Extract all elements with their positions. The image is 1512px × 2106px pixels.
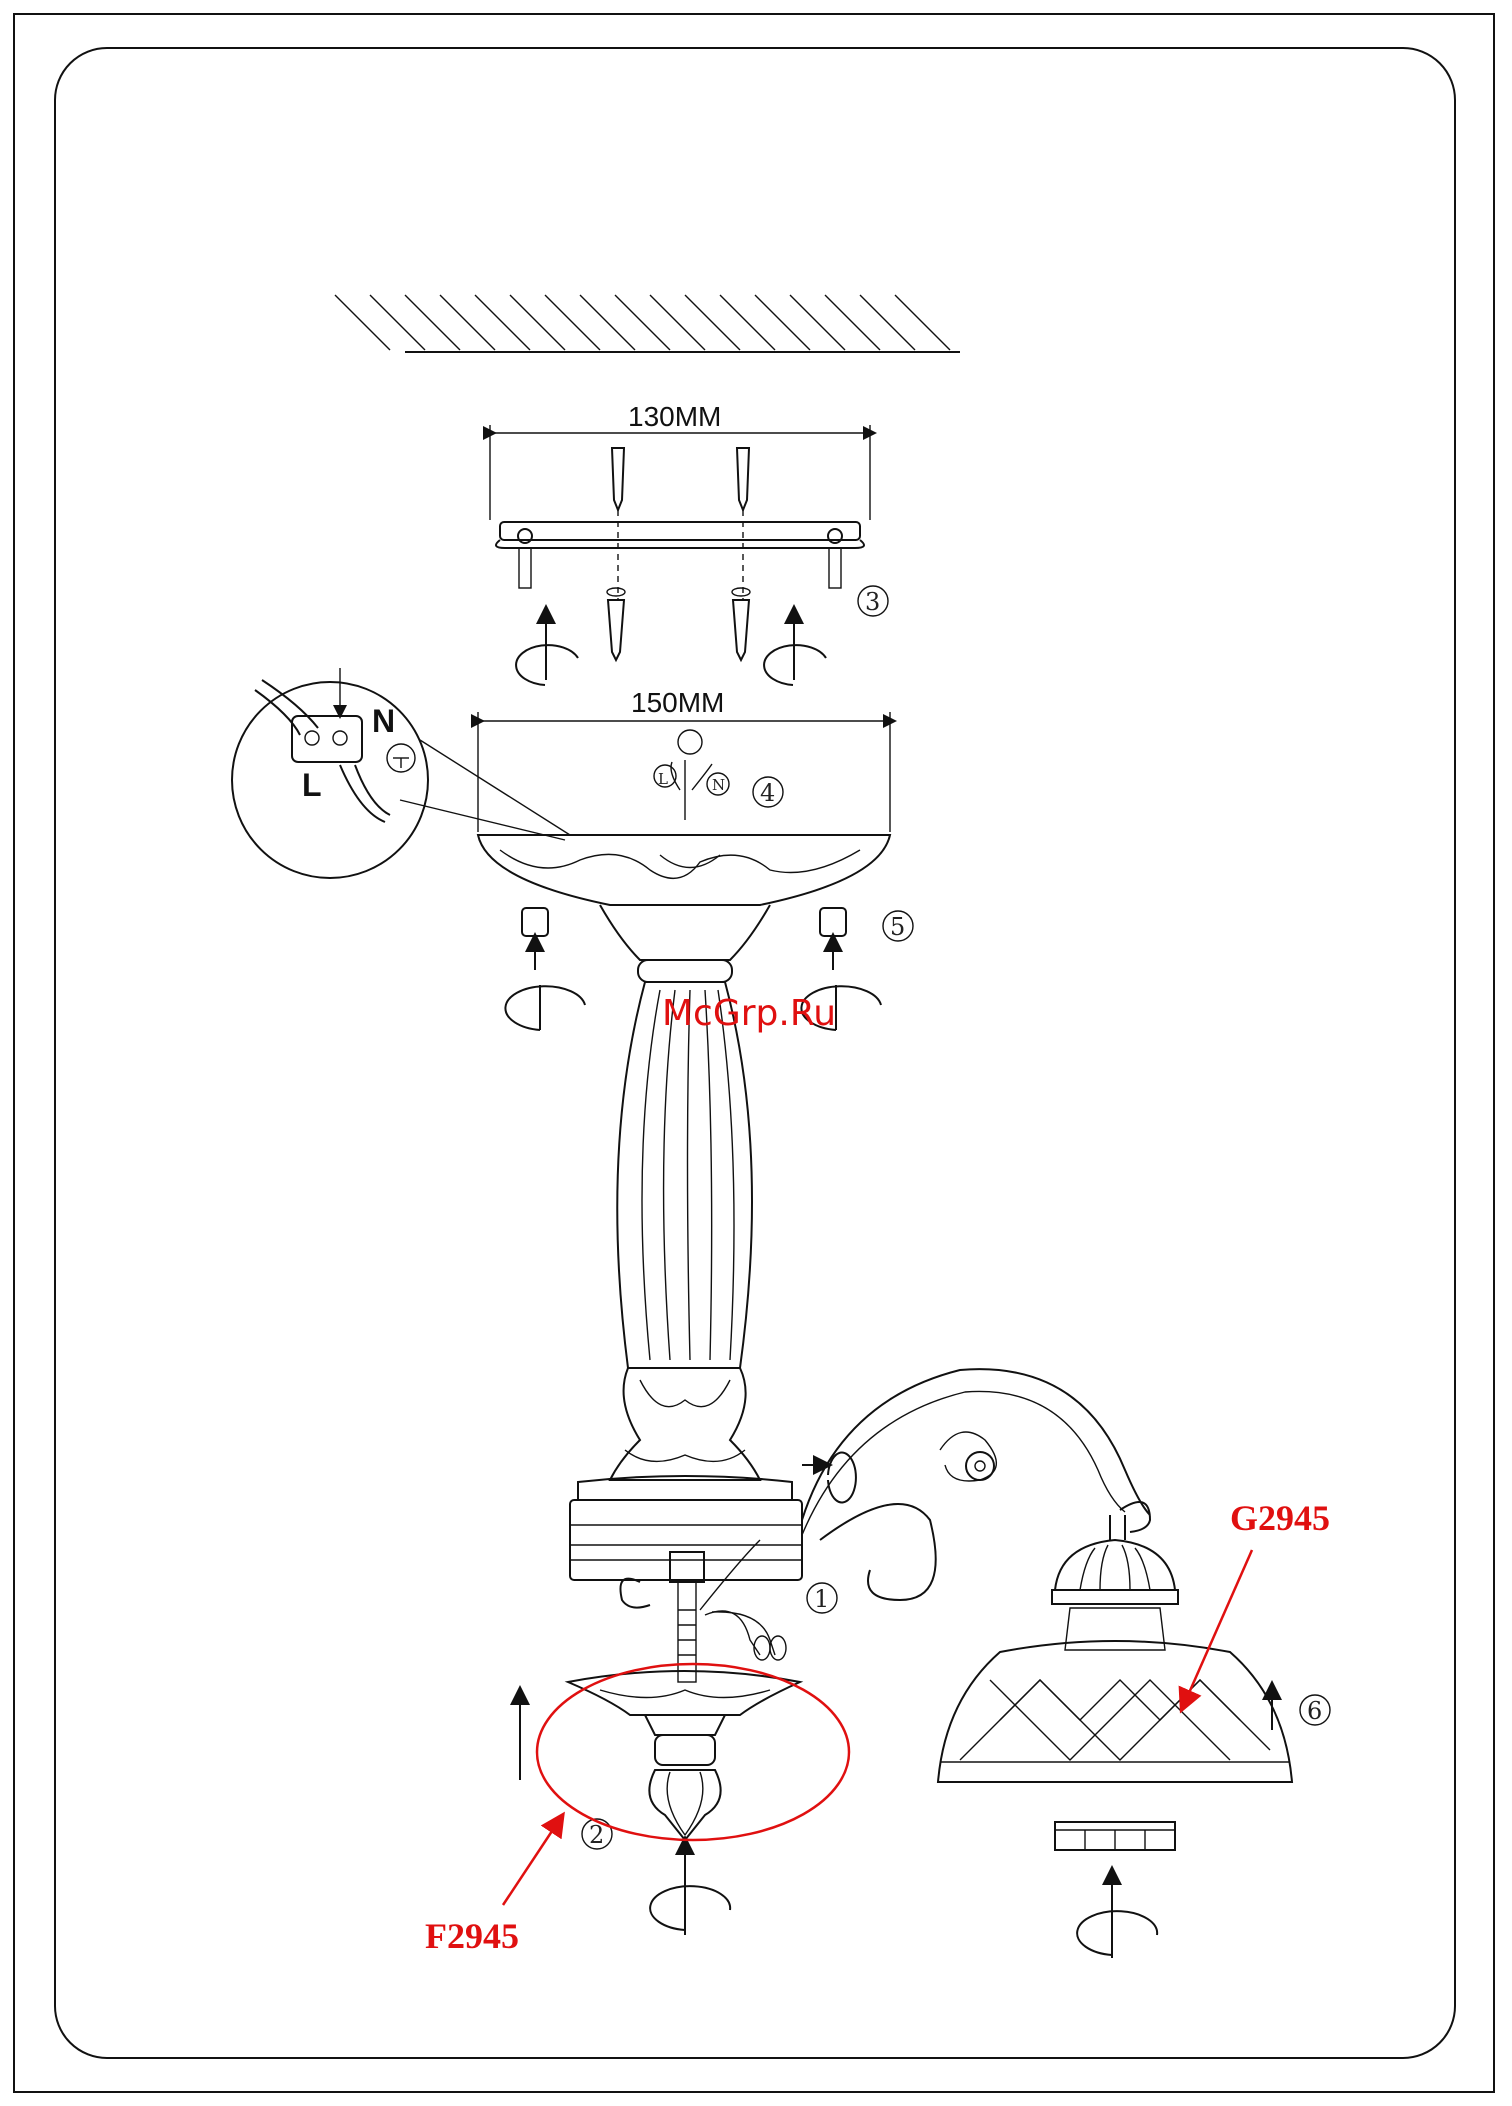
hatch-stroke: [475, 295, 530, 350]
hatch-stroke: [370, 295, 425, 350]
rotate-icon: [516, 614, 578, 685]
hatch-stroke: [580, 295, 635, 350]
wiring-detail-inset: [232, 668, 570, 878]
canopy-live-label: L: [658, 770, 668, 788]
hatch-stroke: [685, 295, 740, 350]
glass-shade: [938, 1608, 1292, 1958]
hatch-stroke: [895, 295, 950, 350]
step-2-number: 2: [589, 1821, 604, 1849]
hatch-stroke: [545, 295, 600, 350]
hatch-stroke: [615, 295, 670, 350]
hatch-stroke: [440, 295, 495, 350]
hatch-stroke: [335, 295, 390, 350]
outer-frame: [14, 14, 1494, 2092]
inner-frame: [55, 48, 1455, 2058]
wiring-neutral-label: N: [372, 703, 395, 739]
step-4-number: 4: [760, 779, 775, 807]
hatch-stroke: [790, 295, 845, 350]
canopy: [478, 712, 890, 905]
bottom-finial: [520, 1671, 800, 1935]
stem-column: [600, 905, 770, 1480]
hatch-stroke: [825, 295, 880, 350]
step-5-number: 5: [890, 913, 905, 941]
canopy-width-label: 150MM: [631, 687, 724, 718]
finial-pointer-arrow: [503, 1822, 558, 1905]
lamp-arm: [802, 1369, 1150, 1600]
ceiling-plate-width-label: 130MM: [628, 401, 721, 432]
wiring-live-label: L: [302, 767, 322, 803]
watermark: McGrp.Ru: [662, 993, 836, 1034]
finial-highlight-ellipse: [537, 1664, 849, 1840]
hatch-stroke: [510, 295, 565, 350]
hatch-stroke: [720, 295, 775, 350]
shade-pointer-arrow: [1185, 1550, 1252, 1702]
rotate-icon: [764, 614, 826, 685]
socket-cup: [1052, 1540, 1178, 1604]
step-1-number: 1: [814, 1585, 829, 1613]
hub-body: [570, 1453, 856, 1683]
hatch-stroke: [405, 295, 460, 350]
hatch-stroke: [755, 295, 810, 350]
shade-part-code: G2945: [1230, 1498, 1330, 1538]
step-6-number: 6: [1307, 1697, 1322, 1725]
canopy-neutral-label: N: [712, 776, 725, 794]
finial-part-code: F2945: [425, 1916, 519, 1956]
step-3-number: 3: [865, 588, 880, 616]
hatch-stroke: [650, 295, 705, 350]
ceiling-hatch: [335, 295, 960, 352]
hatch-stroke: [860, 295, 915, 350]
